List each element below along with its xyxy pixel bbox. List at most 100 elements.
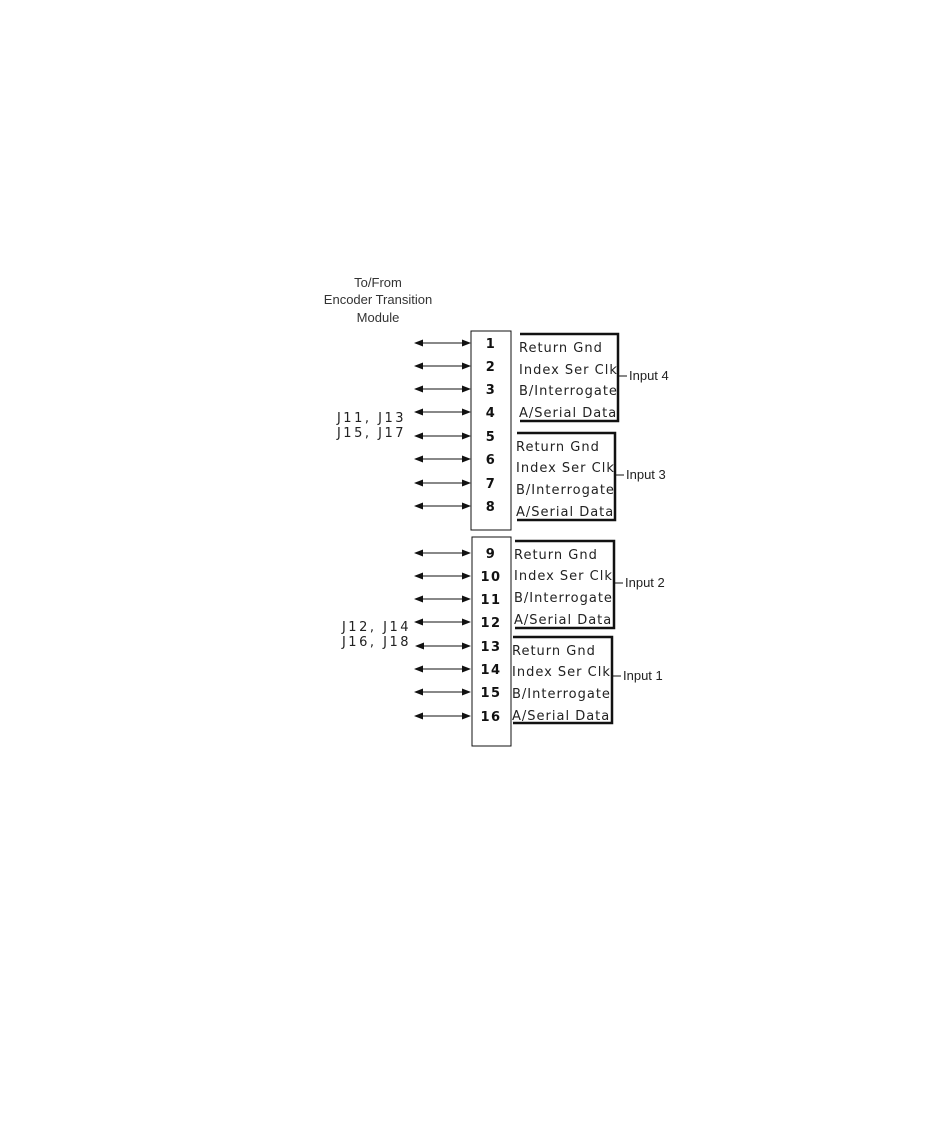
pin-row: 1 [414, 337, 497, 352]
arrowhead-left-icon [414, 385, 423, 393]
arrowhead-left-icon [414, 688, 423, 696]
connector-label-lower-1: J12, J14 [341, 620, 411, 635]
signal-label: B/Interrogate [512, 687, 611, 702]
arrowhead-left-icon [414, 665, 423, 673]
signal-label: Index Ser Clk [514, 569, 613, 584]
pin-row: 15 [414, 686, 501, 701]
arrowhead-left-icon [415, 642, 424, 650]
pin-row: 3 [414, 383, 497, 398]
arrowhead-left-icon [414, 549, 423, 557]
group-label: Input 2 [625, 575, 665, 590]
arrowhead-right-icon [462, 502, 471, 510]
signal-label: Return Gnd [512, 644, 596, 659]
pin-number: 16 [480, 710, 501, 725]
group-bracket [520, 332, 620, 423]
signal-label: B/Interrogate [514, 591, 613, 606]
arrowhead-left-icon [414, 408, 423, 416]
pin-number: 4 [486, 406, 497, 421]
pin-number: 5 [486, 430, 497, 445]
caption-line-3: Module [357, 310, 400, 325]
signal-label: A/Serial Data [512, 709, 610, 724]
pin-number: 11 [480, 593, 501, 608]
connector-label-lower-2: J16, J18 [341, 635, 411, 650]
signal-label: B/Interrogate [516, 483, 615, 498]
pin-row: 4 [414, 406, 497, 421]
group-bracket [515, 539, 616, 630]
pin-number: 15 [480, 686, 501, 701]
pin-row: 9 [414, 547, 497, 562]
signal-label: Index Ser Clk [512, 665, 611, 680]
pin-number: 2 [486, 360, 497, 375]
pin-row: 11 [414, 593, 501, 608]
caption-line-1: To/From [354, 275, 402, 290]
arrowhead-right-icon [462, 595, 471, 603]
group-label: Input 3 [626, 467, 666, 482]
arrowhead-right-icon [462, 385, 471, 393]
pin-number: 3 [486, 383, 497, 398]
group-label: Input 1 [623, 668, 663, 683]
arrowhead-right-icon [462, 572, 471, 580]
signal-label: Index Ser Clk [516, 461, 615, 476]
arrowhead-left-icon [414, 479, 423, 487]
arrowhead-right-icon [462, 339, 471, 347]
pin-row: 12 [414, 616, 501, 631]
arrowhead-left-icon [414, 572, 423, 580]
arrowhead-right-icon [462, 432, 471, 440]
arrowhead-right-icon [462, 665, 471, 673]
group-label: Input 4 [629, 368, 669, 383]
pin-row: 10 [414, 570, 501, 585]
caption-line-2: Encoder Transition [324, 292, 432, 307]
pin-row: 7 [414, 477, 497, 492]
signal-label: A/Serial Data [519, 406, 617, 421]
pin-number: 14 [480, 663, 501, 678]
terminal-block-upper [470, 330, 512, 531]
terminal-block-lower [471, 536, 512, 747]
pin-number: 1 [486, 337, 497, 352]
arrowhead-left-icon [414, 455, 423, 463]
arrowhead-right-icon [462, 712, 471, 720]
connector-label-upper-1: J11, J13 [336, 411, 406, 426]
arrowhead-right-icon [462, 642, 471, 650]
signal-label: A/Serial Data [516, 505, 614, 520]
signal-label: Return Gnd [516, 440, 600, 455]
group-bracket [513, 635, 614, 725]
pin-number: 9 [486, 547, 497, 562]
signal-label: B/Interrogate [519, 384, 618, 399]
pin-row: 5 [414, 430, 497, 445]
signal-label: A/Serial Data [514, 613, 612, 628]
signal-label: Return Gnd [514, 548, 598, 563]
group-bracket [517, 431, 617, 522]
connector-labels-upper: J11, J13 J15, J17 [336, 411, 406, 441]
signal-label: Index Ser Clk [519, 363, 618, 378]
pin-number: 10 [480, 570, 501, 585]
arrowhead-left-icon [414, 339, 423, 347]
arrowhead-right-icon [462, 362, 471, 370]
connector-label-upper-2: J15, J17 [336, 426, 406, 441]
pin-number: 8 [486, 500, 497, 515]
arrowhead-left-icon [414, 362, 423, 370]
pin-row: 8 [414, 500, 497, 515]
arrowhead-left-icon [414, 712, 423, 720]
pin-row: 13 [415, 640, 501, 655]
arrowhead-right-icon [462, 549, 471, 557]
pin-row: 16 [414, 710, 501, 725]
module-caption: To/From Encoder Transition Module [324, 275, 432, 325]
pin-number: 13 [480, 640, 501, 655]
pin-row: 2 [414, 360, 497, 375]
signal-label: Return Gnd [519, 341, 603, 356]
arrowhead-left-icon [414, 432, 423, 440]
pin-number: 7 [486, 477, 497, 492]
arrowhead-right-icon [462, 479, 471, 487]
arrowhead-left-icon [414, 502, 423, 510]
pin-number: 12 [480, 616, 501, 631]
pin-number: 6 [486, 453, 497, 468]
pin-row: 14 [414, 663, 501, 678]
arrowhead-right-icon [462, 618, 471, 626]
